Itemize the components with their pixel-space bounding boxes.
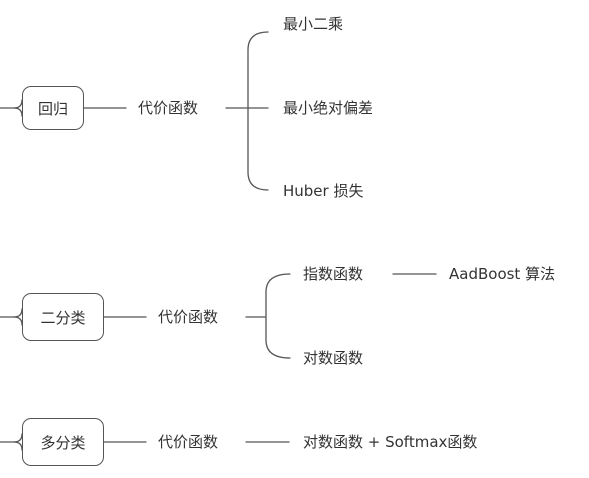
- function-node-g1: 代价函数: [138, 99, 199, 117]
- function-node-g3: 代价函数: [158, 433, 219, 451]
- leaf-node-g3-1: 对数函数 + Softmax函数: [303, 433, 478, 451]
- connector-g1-left-stub: [0, 99, 23, 109]
- leaf-node-g2-1: 指数函数: [303, 265, 364, 283]
- connector-g1-left-stub-lower: [13, 107, 23, 117]
- root-node-multiclass: 多分类: [22, 418, 104, 466]
- leaf-node-g1-2: 最小绝对偏差: [283, 99, 374, 117]
- function-node-g2: 代价函数: [158, 308, 219, 326]
- connector-g3-left-stub-lower: [13, 441, 23, 451]
- connector-g2-left-stub-lower: [13, 316, 23, 326]
- brace-g2: [265, 273, 291, 359]
- leaf-node-g2-2: 对数函数: [303, 349, 364, 367]
- connector-g2-left-stub: [0, 308, 23, 318]
- connector-g3-left-stub: [0, 433, 23, 443]
- root-node-regression: 回归: [22, 86, 84, 130]
- extra-node-adaboost: AadBoost 算法: [449, 265, 556, 283]
- brace-g1: [247, 31, 269, 191]
- leaf-node-g1-3: Huber 损失: [283, 182, 364, 200]
- root-node-binary-classification: 二分类: [22, 293, 104, 341]
- leaf-node-g1-1: 最小二乘: [283, 15, 344, 33]
